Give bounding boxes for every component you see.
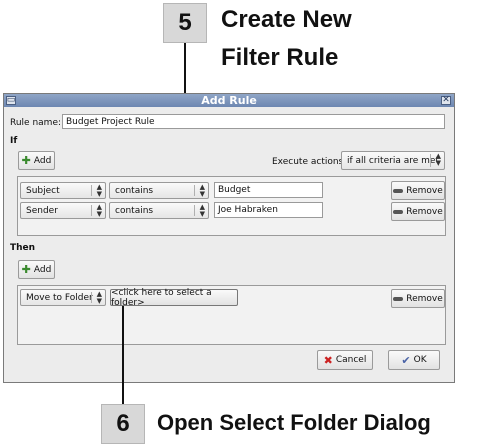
dialog-title: Add Rule [201, 94, 257, 107]
add-rule-dialog: Add Rule ▭ ✕ Rule name: Budget Project R… [3, 93, 455, 383]
updown-arrows-icon: ▲▼ [96, 183, 102, 198]
plus-icon: ✚ [21, 263, 31, 276]
execute-actions-value: if all criteria are met [347, 155, 439, 166]
callout-text-filter-rule: Filter Rule [221, 44, 339, 71]
action-type-combo[interactable]: Move to Folder ▲▼ [20, 289, 106, 306]
criteria-panel: Subject ▲▼ contains ▲▼ Budget Remove Sen… [17, 176, 446, 236]
add-action-label: Add [33, 264, 52, 275]
updown-arrows-icon: ▲▼ [435, 152, 441, 167]
updown-arrows-icon: ▲▼ [96, 203, 102, 218]
criterion-field-combo[interactable]: Sender ▲▼ [20, 202, 106, 219]
plus-icon: ✚ [21, 154, 31, 167]
rule-name-input[interactable]: Budget Project Rule [62, 114, 445, 129]
ok-icon: ✔ [401, 353, 411, 367]
criterion-operator-combo[interactable]: contains ▲▼ [109, 182, 209, 199]
remove-icon [393, 296, 404, 301]
callout-leader-line-5 [184, 43, 186, 123]
if-section-label: If [10, 136, 18, 146]
updown-arrows-icon: ▲▼ [199, 203, 205, 218]
window-menu-icon[interactable]: ▭ [6, 95, 16, 105]
cancel-x-icon: ✖ [323, 353, 333, 367]
updown-arrows-icon: ▲▼ [199, 183, 205, 198]
select-folder-button[interactable]: <click here to select a folder> [110, 288, 238, 308]
ok-button[interactable]: ✔ OK [388, 350, 440, 370]
callout-text-open-select-folder: Open Select Folder Dialog [157, 410, 431, 435]
criterion-value-input[interactable]: Budget [214, 182, 323, 198]
add-action-button[interactable]: ✚ Add [18, 260, 55, 279]
remove-icon [393, 188, 404, 193]
criterion-operator-combo[interactable]: contains ▲▼ [109, 202, 209, 219]
remove-action-button[interactable]: Remove [391, 289, 445, 308]
callout-number-5: 5 [163, 3, 207, 43]
callout-leader-line-6 [122, 306, 124, 406]
criterion-value-input[interactable]: Joe Habraken [214, 202, 323, 218]
execute-actions-label: Execute actions [272, 157, 344, 167]
execute-actions-combo[interactable]: if all criteria are met ▲▼ [341, 151, 445, 170]
callout-text-create-new: Create New [221, 6, 352, 33]
rule-name-label: Rule name: [10, 118, 62, 128]
add-criterion-label: Add [33, 155, 52, 166]
close-icon[interactable]: ✕ [441, 95, 451, 105]
actions-panel: Move to Folder ▲▼ <click here to select … [17, 285, 446, 345]
add-criterion-button[interactable]: ✚ Add [18, 151, 55, 170]
callout-number-6: 6 [101, 404, 145, 444]
remove-criterion-button[interactable]: Remove [391, 181, 445, 200]
dialog-titlebar[interactable]: Add Rule [4, 94, 454, 107]
criterion-field-combo[interactable]: Subject ▲▼ [20, 182, 106, 199]
updown-arrows-icon: ▲▼ [96, 290, 102, 305]
remove-icon [393, 209, 404, 214]
cancel-button[interactable]: ✖ Cancel [317, 350, 373, 370]
remove-criterion-button[interactable]: Remove [391, 202, 445, 221]
then-section-label: Then [10, 243, 36, 253]
